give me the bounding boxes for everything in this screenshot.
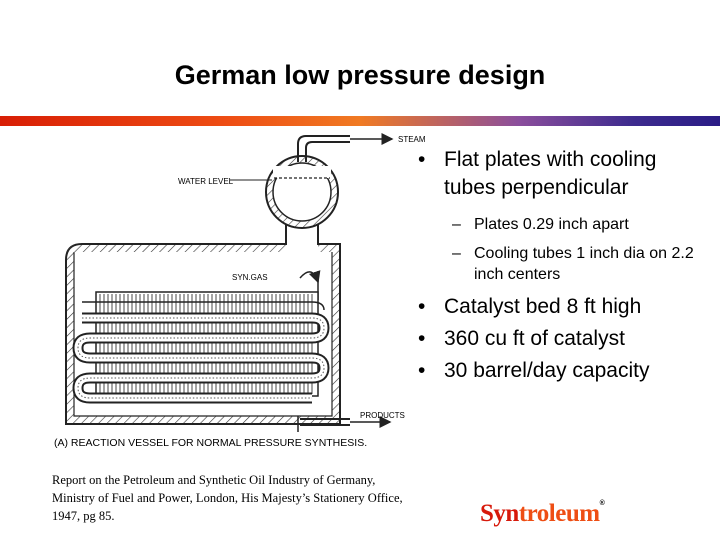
cooling-tubes (72, 301, 330, 404)
bullet-text: 30 barrel/day capacity (444, 359, 650, 382)
title-divider (0, 116, 720, 126)
bullet-dot: • (418, 327, 426, 350)
bullet-dot: • (418, 359, 426, 382)
bullet-item: • Flat plates with cooling tubes perpend… (418, 146, 718, 202)
logo-part-1: Syn (480, 500, 519, 527)
syn-gas-label: SYN.GAS (232, 273, 268, 282)
slide-title: German low pressure design (174, 60, 546, 90)
syntroleum-logo: Syntroleum® (480, 500, 605, 528)
logo-trademark: ® (599, 500, 605, 507)
bullet-dot: • (418, 148, 426, 171)
bullet-dot: • (418, 295, 426, 318)
bullet-item: • 360 cu ft of catalyst (418, 325, 718, 353)
steam-label: STEAM (398, 135, 426, 144)
diagram-caption: (A) REACTION VESSEL FOR NORMAL PRESSURE … (54, 437, 367, 449)
logo-part-2: troleum (518, 500, 600, 527)
bullet-item: • 30 barrel/day capacity (418, 357, 718, 385)
bullet-text: Catalyst bed 8 ft high (444, 295, 642, 318)
water-level-label: WATER LEVEL (178, 177, 234, 186)
source-citation: Report on the Petroleum and Synthetic Oi… (52, 473, 403, 523)
sub-bullet-dash: – (452, 245, 461, 262)
bullet-text: 360 cu ft of catalyst (444, 327, 625, 350)
sub-bullet-text: Cooling tubes 1 inch dia on 2.2 inch cen… (474, 245, 694, 283)
diagram-svg: STEAM WATER LEVEL SYN.GAS (54, 133, 426, 449)
bullet-list: • Flat plates with cooling tubes perpend… (418, 146, 718, 389)
sub-bullet-item: – Cooling tubes 1 inch dia on 2.2 inch c… (452, 243, 718, 285)
bullet-text: Flat plates with cooling tubes perpendic… (444, 148, 657, 199)
sub-bullet-item: – Plates 0.29 inch apart (452, 214, 718, 235)
reaction-vessel-diagram: STEAM WATER LEVEL SYN.GAS (50, 132, 440, 454)
bullet-item: • Catalyst bed 8 ft high (418, 293, 718, 321)
sub-bullet-dash: – (452, 216, 461, 233)
sub-bullet-text: Plates 0.29 inch apart (474, 216, 629, 233)
products-label: PRODUCTS (360, 411, 405, 420)
